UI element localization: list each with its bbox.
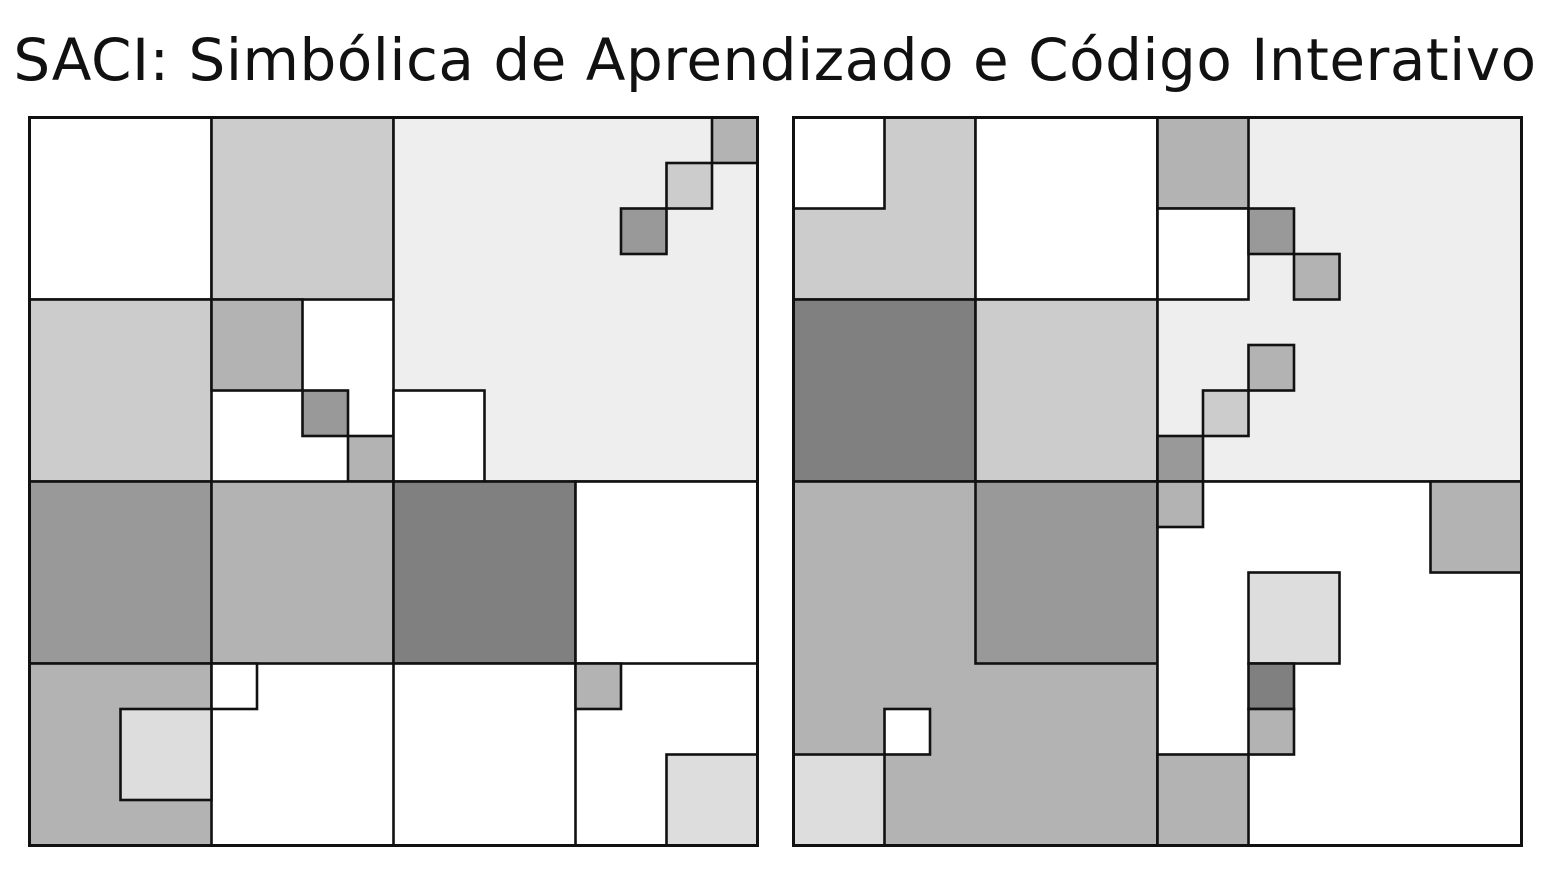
quadtree-cell-right-12 xyxy=(1156,434,1205,483)
quadtree-cell-left-4 xyxy=(210,298,304,392)
quadtree-cell-left-18 xyxy=(392,662,577,847)
quadtree-cell-left-15 xyxy=(119,707,213,802)
panel-frame-right xyxy=(792,116,1523,847)
quadtree-cell-right-15 xyxy=(883,707,932,756)
panel-frame-left xyxy=(28,116,759,847)
quadtree-cell-right-6 xyxy=(1156,116,1250,210)
quadtree-cell-left-10 xyxy=(392,389,486,483)
quadtree-cell-right-18 xyxy=(1156,480,1205,529)
quadtree-cell-right-14 xyxy=(974,480,1159,665)
quadtree-cell-left-9 xyxy=(619,207,668,256)
quadtree-cell-right-23 xyxy=(1156,753,1250,847)
quadtree-cell-left-16 xyxy=(392,480,577,665)
quadtree-cell-left-17 xyxy=(574,480,759,665)
quadtree-cell-left-12 xyxy=(210,480,395,665)
quadtree-cell-right-20 xyxy=(1247,571,1341,665)
quadtree-cell-right-4 xyxy=(974,298,1159,483)
quadtree-cell-right-19 xyxy=(1429,480,1523,574)
quadtree-cell-right-10 xyxy=(1247,343,1296,392)
quadtree-cell-right-2 xyxy=(974,116,1159,301)
quadtree-diagram-right xyxy=(792,116,1523,847)
page-title: SACI: Simbólica de Aprendizado e Código … xyxy=(13,26,1537,94)
quadtree-cell-right-21 xyxy=(1247,662,1296,711)
quadtree-cell-left-19 xyxy=(574,662,623,711)
quadtree-cell-left-1 xyxy=(210,116,395,301)
quadtree-cell-right-16 xyxy=(792,753,886,847)
quadtree-cell-right-8 xyxy=(1247,207,1296,256)
quadtree-cell-left-14 xyxy=(210,662,259,711)
quadtree-cell-left-0 xyxy=(28,116,213,301)
quadtree-cell-left-5 xyxy=(301,389,350,438)
quadtree-cell-left-20 xyxy=(665,753,759,847)
quadtree-diagram-left xyxy=(28,116,759,847)
quadtree-panel-left xyxy=(28,116,759,847)
quadtree-cell-left-7 xyxy=(710,116,759,165)
quadtree-cell-right-22 xyxy=(1247,707,1296,756)
quadtree-panel-right xyxy=(792,116,1523,847)
quadtree-cell-left-11 xyxy=(28,480,213,665)
quadtree-cell-right-9 xyxy=(1292,252,1341,301)
quadtree-cell-left-6 xyxy=(346,434,395,483)
quadtree-cell-right-1 xyxy=(792,116,886,210)
quadtree-cell-right-7 xyxy=(1156,207,1250,301)
quadtree-cell-right-11 xyxy=(1201,389,1250,438)
quadtree-cell-right-3 xyxy=(792,298,977,483)
quadtree-cell-left-3 xyxy=(28,298,213,483)
quadtree-cell-left-8 xyxy=(665,161,714,210)
